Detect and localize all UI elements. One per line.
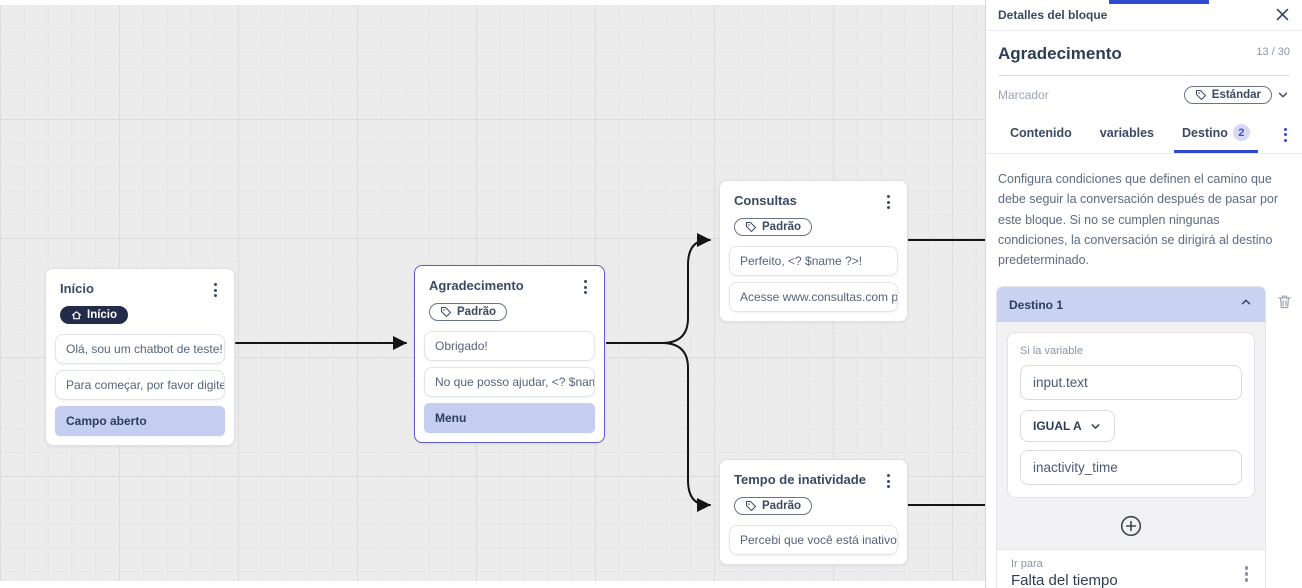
message-chip[interactable]: Olá, sou um chatbot de teste! [55, 334, 225, 364]
menu-chip[interactable]: Menu [424, 403, 595, 433]
goto-kebab-icon[interactable] [1242, 564, 1252, 584]
node-inicio[interactable]: Início Início Olá, sou um chatbot de tes… [45, 268, 235, 446]
marcador-label: Marcador [998, 88, 1049, 102]
condition-label: Si la variable [1020, 345, 1083, 358]
divider [986, 30, 1302, 31]
node-title: Agradecimento [429, 278, 524, 293]
tag-icon [1195, 90, 1206, 100]
goto-label: Ir para [1011, 558, 1043, 571]
block-name[interactable]: Agradecimento [998, 44, 1122, 63]
add-condition-button[interactable] [1120, 515, 1142, 537]
destination-title: Destino 1 [1009, 297, 1064, 312]
node-title: Consultas [734, 193, 797, 208]
node-menu-kebab-icon[interactable] [884, 472, 893, 490]
tag-icon [746, 501, 756, 511]
variable-input[interactable] [1020, 365, 1242, 401]
message-chip[interactable]: Acesse www.consultas.com par... [729, 282, 898, 312]
open-field-chip[interactable]: Campo aberto [55, 406, 225, 436]
tabs-kebab-icon[interactable] [1281, 126, 1290, 144]
padrao-badge: Padrão [734, 497, 812, 515]
tag-icon [746, 222, 756, 232]
node-title: Início [60, 281, 94, 296]
inicio-badge: Início [60, 306, 129, 324]
node-agradecimento[interactable]: Agradecimento Padrão Obrigado! No que po… [414, 265, 605, 443]
edge-agradecimento-consultas [606, 233, 711, 344]
panel-tabs: Contenido variables Destino 2 [986, 116, 1302, 154]
node-menu-kebab-icon[interactable] [211, 281, 220, 299]
home-icon [71, 310, 82, 319]
node-consultas[interactable]: Consultas Padrão Perfeito, <? $name ?>! … [719, 180, 908, 322]
message-chip[interactable]: Percebi que você está inativo. C... [729, 525, 898, 555]
node-title: Tempo de inatividade [734, 472, 866, 487]
tab-contenido[interactable]: Contenido [1010, 125, 1072, 140]
destination-description: Configura condiciones que definen el cam… [998, 172, 1279, 267]
message-chip[interactable]: Para começar, por favor digite o ... [55, 370, 225, 400]
tag-icon [441, 307, 451, 317]
destino-count-badge: 2 [1232, 124, 1250, 141]
delete-destination-button[interactable] [1276, 293, 1293, 310]
node-menu-kebab-icon[interactable] [581, 278, 590, 296]
chevron-up-icon[interactable] [1239, 295, 1253, 314]
chevron-down-icon [1091, 423, 1100, 429]
tab-destino[interactable]: Destino 2 [1174, 116, 1258, 153]
panel-title: Detalles del bloque [998, 7, 1108, 22]
close-panel-button[interactable] [1275, 7, 1290, 22]
active-tab-indicator [1109, 0, 1209, 4]
operator-select[interactable]: IGUAL A [1020, 410, 1115, 443]
trash-icon [1277, 295, 1291, 309]
chevron-down-icon[interactable] [1276, 88, 1290, 102]
destination-header[interactable]: Destino 1 [997, 287, 1265, 323]
destination-card: Destino 1 Si la variable IGUAL A [996, 286, 1266, 588]
value-input[interactable] [1020, 450, 1242, 486]
edge-agradecimento-tempo [606, 342, 711, 512]
goto-section: Ir para Falta del tiempo [997, 549, 1265, 588]
message-chip[interactable]: No que posso ajudar, <? $name ... [424, 367, 595, 397]
flow-edges [235, 233, 985, 512]
estandar-chip[interactable]: Estándar [1183, 86, 1272, 104]
tab-variables[interactable]: variables [1099, 125, 1155, 140]
canvas-top-strip [0, 0, 985, 5]
plus-circle-icon [1120, 516, 1142, 537]
flow-canvas[interactable]: Início Início Olá, sou um chatbot de tes… [0, 0, 985, 588]
block-details-panel: Detalles del bloque Agradecimento 13 / 3… [985, 0, 1302, 588]
padrao-badge: Padrão [429, 303, 507, 321]
node-menu-kebab-icon[interactable] [884, 193, 893, 211]
padrao-badge: Padrão [734, 218, 812, 236]
message-chip[interactable]: Perfeito, <? $name ?>! [729, 246, 898, 276]
close-icon [1276, 8, 1289, 21]
message-chip[interactable]: Obrigado! [424, 331, 595, 361]
condition-card: Si la variable IGUAL A [1007, 332, 1255, 499]
goto-value[interactable]: Falta del tiempo [1011, 572, 1118, 588]
node-tempo-inatividade[interactable]: Tempo de inatividade Padrão Percebi que … [719, 459, 908, 565]
canvas-bottom-scrollbar[interactable] [0, 581, 985, 588]
char-counter: 13 / 30 [1256, 46, 1290, 58]
block-name-underline [998, 75, 1290, 76]
